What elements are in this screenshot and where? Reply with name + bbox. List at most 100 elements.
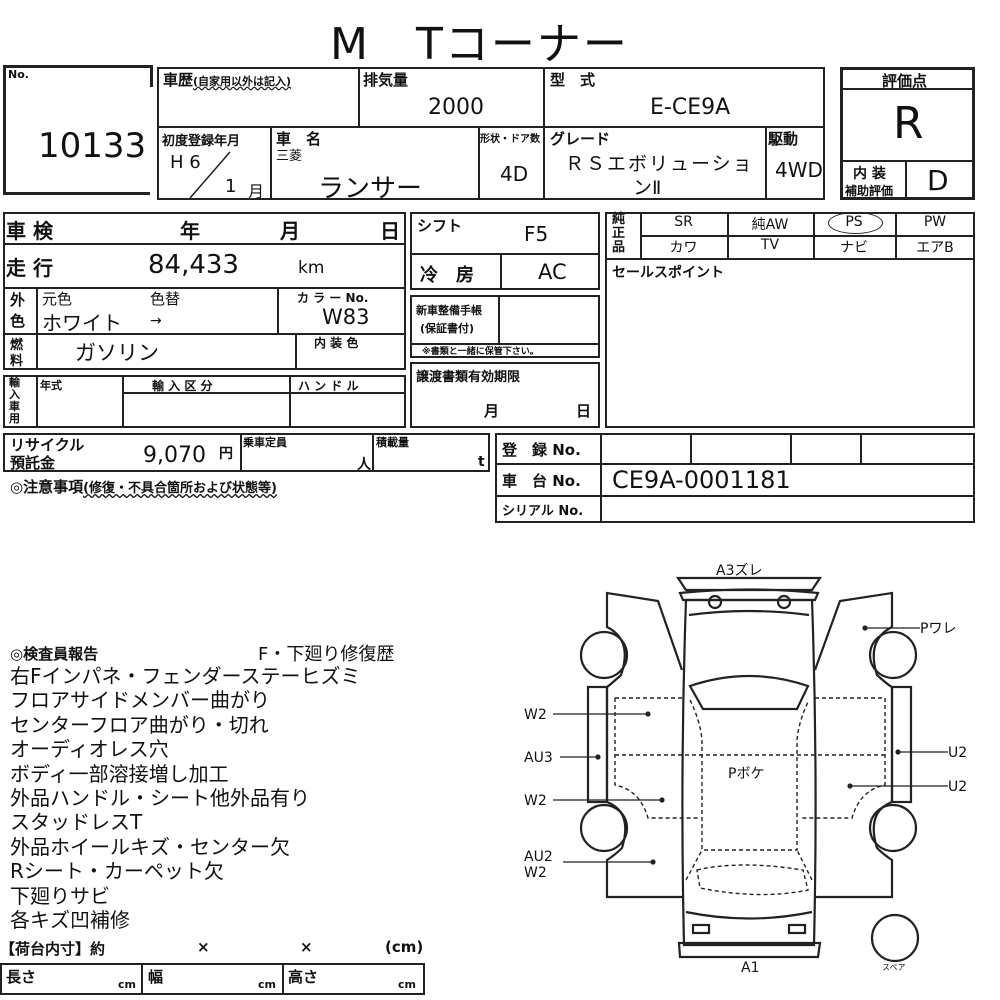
service-book-note: ※書類と一緒に保管下さい。 — [422, 347, 539, 357]
report-line: Rシート・カーペット欠 — [10, 859, 224, 884]
damage-right-top: Pワレ — [920, 621, 956, 637]
shift-ac-table — [410, 212, 600, 290]
score-value: R — [893, 98, 924, 149]
damage-rear: A3ズレ — [716, 563, 762, 579]
capacity-label: 乗車定員 — [243, 436, 287, 449]
color-change-label: 色替 — [150, 290, 181, 308]
model-code-value: E-CE9A — [650, 95, 731, 120]
interior-label-2: 補助評価 — [845, 184, 894, 198]
service-book-label-2: (保証書付) — [420, 322, 475, 335]
equipment-tv: TV — [760, 237, 780, 253]
shift-label: シフト — [417, 217, 463, 235]
first-reg-month-unit: 月 — [248, 182, 265, 201]
right-door-panel — [813, 591, 894, 899]
chassis-no-label: 車 台 No. — [502, 472, 581, 490]
cargo-times-1: × — [197, 938, 210, 956]
cargo-height-label: 高さ — [288, 968, 319, 986]
recycle-label: リサイクル — [10, 436, 85, 454]
report-label: ◎検査員報告 — [10, 645, 99, 663]
serial-no-label: シリアル No. — [502, 504, 584, 519]
color-no-value: W83 — [322, 305, 370, 329]
cargo-height-unit: cm — [398, 978, 416, 991]
damage-left-2: AU3 — [524, 750, 553, 766]
import-table — [3, 375, 406, 428]
rear-bumper — [675, 576, 823, 602]
left-rear-wheel — [579, 630, 629, 680]
date-slash — [189, 151, 231, 199]
report-line: スタッドレスT — [10, 810, 143, 835]
color-no-label: カ ラ ー No. — [297, 291, 369, 305]
service-book-table — [410, 295, 600, 358]
transfer-label: 譲渡書類有効期限 — [416, 370, 521, 385]
report-line: オーディオレス穴 — [10, 737, 169, 762]
grade-label: グレード — [550, 130, 611, 148]
fuel-value: ガソリン — [75, 341, 159, 365]
equipment-sr: SR — [674, 214, 693, 230]
transfer-docs-box — [410, 362, 600, 428]
interior-score: D — [927, 164, 949, 197]
report-line: 右Fインパネ・フェンダーステーヒズミ — [10, 664, 361, 688]
service-book-label: 新車整備手帳 — [416, 304, 482, 317]
registration-table — [495, 433, 975, 523]
report-line: 外品ホイールキズ・センター欠 — [10, 834, 290, 859]
ps-circle-mark — [828, 212, 883, 234]
equipment-navi: ナビ — [840, 240, 868, 256]
displacement-value: 2000 — [428, 95, 484, 120]
cargo-table — [0, 963, 425, 995]
score-box — [840, 67, 975, 200]
rear-window — [688, 674, 810, 711]
lot-label: No. — [8, 68, 29, 81]
transfer-month: 月 — [484, 402, 500, 420]
damage-right-1: U2 — [948, 745, 967, 761]
report-headline: F・下廻り修復歴 — [258, 644, 395, 665]
load-label: 積載量 — [376, 436, 409, 449]
report-line: センターフロア曲がり・切れ — [10, 712, 269, 737]
drive-value: 4WD — [775, 158, 823, 182]
history-label: 車歴(自家用以外は記入) — [163, 71, 292, 89]
import-label: 輸入車用 — [9, 376, 20, 425]
mileage-unit: km — [298, 258, 325, 278]
equipment-table — [605, 212, 975, 428]
lot-number-box: No. 10133 — [3, 65, 153, 195]
car-maker: 三菱 — [276, 149, 303, 164]
fuel-label: 燃 — [10, 338, 24, 353]
import-class-label: 輸 入 区 分 — [152, 379, 213, 393]
sales-point-label: セールスポイント — [612, 265, 724, 281]
cargo-length-unit: cm — [118, 978, 136, 991]
car-body — [681, 598, 817, 947]
right-rocker — [890, 685, 913, 804]
mileage-value: 84,433 — [148, 250, 239, 280]
mileage-label: 走 行 — [6, 256, 53, 280]
exterior-label: 外 — [10, 291, 26, 309]
damage-front: A1 — [741, 960, 759, 976]
orig-color-value: ホワイト — [42, 311, 122, 335]
report-line: フロアサイドメンバー曲がり — [10, 688, 270, 713]
cargo-width-label: 幅 — [148, 968, 164, 986]
doors-label: 形状・ドア数 — [480, 134, 540, 145]
left-door-panel — [605, 591, 684, 899]
transfer-day: 日 — [576, 402, 592, 420]
damage-left-4b: W2 — [524, 865, 547, 881]
vehicle-info-table — [157, 67, 825, 200]
car-name-value: ランサー — [318, 174, 423, 204]
ac-value: AC — [538, 260, 567, 284]
page-title: M Tコーナー — [330, 19, 629, 70]
interior-label: 内 装 — [853, 166, 886, 182]
color-arrow: → — [150, 313, 162, 329]
caution-label: ◎注意事項(修復・不具合箇所および状態等) — [10, 478, 277, 496]
cargo-label: 【荷台内寸】約 — [0, 940, 106, 958]
car-name-label: 車 名 — [276, 130, 322, 148]
spare-label: スペア — [882, 963, 905, 972]
report-lines: 右Fインパネ・フェンダーステーヒズミ フロアサイドメンバー曲がり センターフロア… — [10, 664, 361, 932]
cargo-length-label: 長さ — [6, 968, 37, 986]
recycle-value: 9,070 — [143, 443, 206, 468]
right-rear-wheel — [868, 630, 918, 680]
front-bumper — [677, 941, 822, 959]
ac-label: 冷 房 — [420, 265, 474, 286]
recycle-table — [3, 433, 490, 472]
recycle-label-2: 預託金 — [10, 454, 56, 472]
report-line: ボディ一部溶接増し加工 — [10, 761, 229, 786]
report-line: 外品ハンドル・シート他外品有り — [10, 786, 310, 811]
first-reg-label: 初度登録年月 — [162, 134, 241, 149]
